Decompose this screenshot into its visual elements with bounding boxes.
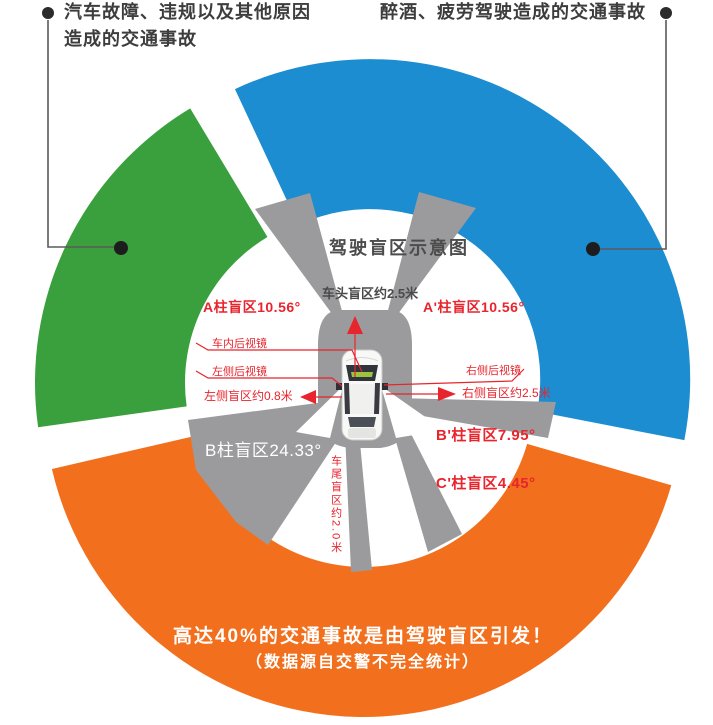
- c-pillar-right-wedge: [392, 424, 462, 552]
- left-callout-bullet-icon: [42, 7, 54, 19]
- car-trunk: [348, 428, 376, 438]
- car-top-view: [336, 349, 388, 441]
- left-arrow-icon: [300, 390, 316, 404]
- footer-source: （数据源自交警不完全统计）: [245, 654, 480, 671]
- b-pillar-left-wedge: [188, 400, 344, 545]
- a-pillar-left-wedge: [255, 193, 349, 337]
- donut-slice-blind-spot-accidents: [51, 435, 672, 717]
- c-pillar-right-label: C'柱盲区4.45°: [436, 475, 536, 492]
- title-square-icon: [303, 239, 320, 257]
- a-pillar-right-wedge: [381, 192, 476, 337]
- right-callout-text: 醉酒、疲劳驾驶造成的交通事故: [380, 2, 646, 22]
- car-left-windows: [344, 383, 350, 414]
- car-windshield-strip: [351, 372, 373, 377]
- donut-chart: [34, 59, 691, 717]
- b-pillar-right-label: B'柱盲区7.95°: [436, 427, 536, 444]
- car-roof: [350, 384, 374, 414]
- diagram-title-row: 驾驶盲区示意图: [303, 238, 469, 259]
- red-leader-lines: [195, 332, 525, 398]
- left-callout-line1: 汽车故障、违规以及其他原因: [64, 2, 311, 22]
- red-arrowheads: [300, 316, 456, 404]
- car-right-windows: [374, 383, 380, 414]
- right-callout-dot-icon: [586, 242, 600, 256]
- right-zone-label: 右侧盲区约2.5米: [462, 386, 551, 400]
- mirror-vision-cutouts: [296, 386, 444, 438]
- car-left-mirror: [336, 383, 342, 390]
- donut-slice-drunk-fatigue-accidents: [234, 59, 691, 441]
- car-hood-line: [345, 357, 379, 362]
- left-mirror-label: 左侧后视镜: [212, 366, 267, 378]
- interior-mirror-label: 车内后视镜: [212, 338, 267, 350]
- right-callout-connector: [600, 20, 667, 250]
- left-callout-dot-icon: [114, 241, 128, 255]
- rear-center-wedge: [345, 432, 372, 572]
- left-callout-line2: 造成的交通事故: [64, 29, 197, 49]
- right-mirror-label: 右侧后视镜: [466, 365, 521, 377]
- donut-slice-fault-violation-other-accidents: [34, 108, 268, 428]
- car-rear-window: [348, 417, 376, 427]
- a-pillar-left-label: A柱盲区10.56°: [203, 299, 301, 315]
- left-zone-label: 左侧盲区约0.8米: [204, 389, 293, 403]
- car-right-mirror: [382, 383, 388, 390]
- a-pillar-right-label: A'柱盲区10.56°: [423, 299, 525, 315]
- left-mirror-leader: [195, 370, 343, 387]
- b-pillar-right-wedge: [396, 398, 556, 438]
- interior-mirror-leader: [195, 342, 363, 373]
- diagram-title: 驾驶盲区示意图: [329, 238, 469, 258]
- left-callout-connector: [47, 20, 114, 248]
- right-arrow-icon: [438, 387, 456, 401]
- b-pillar-left-label: B柱盲区24.33°: [205, 441, 322, 460]
- rear-zone-label: 车尾盲区约2.0米: [329, 455, 342, 555]
- front-zone-label: 车头盲区约2.5米: [322, 286, 419, 301]
- up-arrow-icon: [347, 316, 363, 334]
- right-mirror-vision-cutout: [381, 386, 444, 438]
- right-mirror-leader: [383, 368, 525, 386]
- left-mirror-vision-cutout: [296, 386, 343, 438]
- right-callout-bullet-icon: [660, 7, 672, 19]
- footer-statement: 高达40%的交通事故是由驾驶盲区引发！: [172, 626, 554, 647]
